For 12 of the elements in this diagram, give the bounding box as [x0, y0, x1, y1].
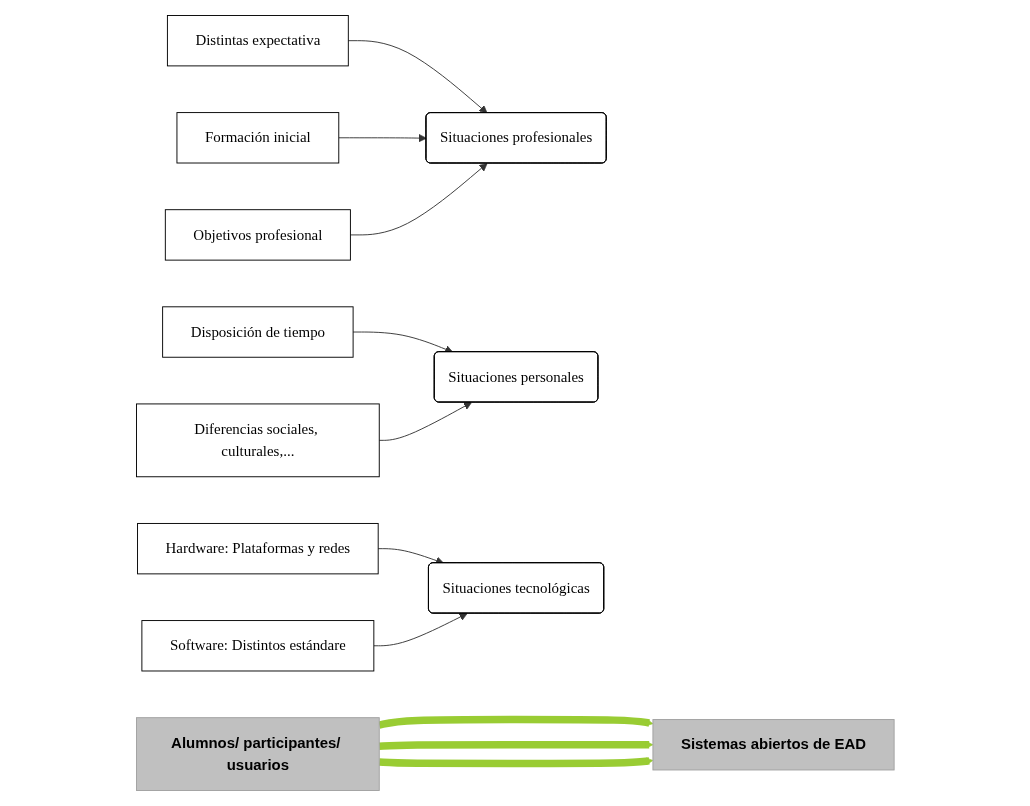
arrow	[378, 740, 653, 750]
node-box: Distintas expectativa	[166, 15, 349, 67]
node-box: Objetivos profesional	[164, 209, 351, 261]
node-box: Sistemas abiertos de EAD	[652, 719, 895, 771]
node-box: Diferencias sociales, culturales,...	[135, 403, 380, 478]
node-box: Formación inicial	[176, 112, 339, 164]
arrow	[378, 715, 653, 729]
arrow	[378, 757, 653, 768]
node-box: Disposición de tiempo	[161, 306, 354, 358]
node-box: Hardware: Plataformas y redes	[136, 523, 379, 575]
node-box: Software: Distintos estándare	[141, 620, 374, 672]
node-box: Alumnos/ participantes/ usuarios	[135, 717, 380, 791]
